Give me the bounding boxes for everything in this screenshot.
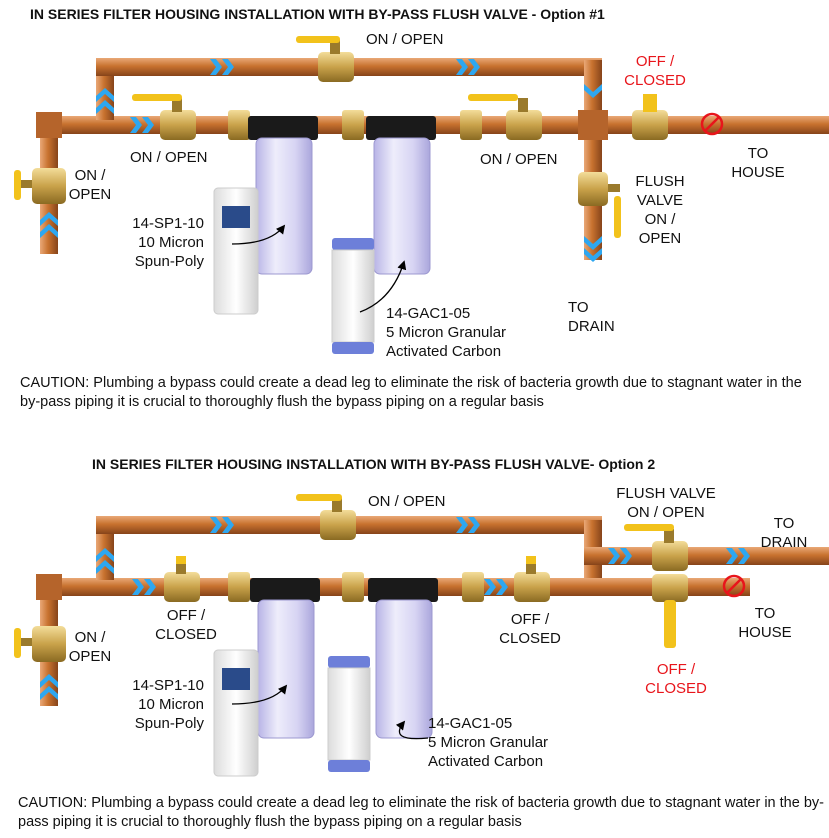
- s2-union-fitting-right: [462, 572, 484, 602]
- s1-carbon-housing: [366, 116, 436, 275]
- s2-carbon-cartridge-image: [327, 656, 371, 772]
- s2-flush-valve-label: FLUSH VALVE ON / OPEN: [616, 485, 716, 521]
- s1-to-house-label: TO HOUSE: [731, 145, 785, 181]
- s2-to-drain-label: TO DRAIN: [760, 515, 808, 551]
- s1-bypass-riser-right: [584, 60, 602, 120]
- s1-sediment-housing: [248, 116, 318, 275]
- s1-inlet-valve[interactable]: [14, 168, 66, 204]
- s1-carbon-pointer: [359, 260, 407, 313]
- s2-house-valve-label: OFF / CLOSED: [645, 661, 707, 697]
- s2-post-filter-valve[interactable]: [514, 556, 550, 602]
- s1-bypass-valve[interactable]: [296, 36, 354, 82]
- s1-pre-filter-valve-label: ON / OPEN: [130, 149, 208, 166]
- s2-carbon-pointer: [395, 720, 429, 740]
- section1-diagram: [14, 36, 829, 354]
- s1-post-filter-valve-label: ON / OPEN: [480, 151, 558, 168]
- s2-pre-filter-valve-label: OFF / CLOSED: [155, 607, 217, 643]
- s1-flow-arrows-inlet: [40, 88, 114, 238]
- s2-sediment-cartridge-label: 14-SP1-10 10 Micron Spun-Poly: [132, 677, 204, 732]
- s2-title: IN SERIES FILTER HOUSING INSTALLATION WI…: [92, 456, 656, 472]
- s2-sediment-pointer: [231, 684, 288, 705]
- s1-elbow-fitting: [36, 112, 62, 138]
- s1-pre-filter-valve[interactable]: [132, 94, 196, 140]
- s1-union-fitting-mid: [342, 110, 364, 140]
- s1-tee-fitting: [578, 110, 608, 140]
- s2-house-valve[interactable]: [652, 574, 688, 648]
- s1-flush-valve-label: FLUSH VALVE ON / OPEN: [635, 173, 685, 247]
- s1-sediment-cartridge-label: 14-SP1-10 10 Micron Spun-Poly: [132, 215, 204, 270]
- s2-bypass-valve-label: ON / OPEN: [368, 493, 446, 510]
- s2-post-filter-valve-label: OFF / CLOSED: [499, 611, 561, 647]
- s2-bypass-valve[interactable]: [296, 494, 356, 540]
- s2-no-flow-icon: [722, 574, 746, 598]
- s1-flush-valve[interactable]: [578, 172, 621, 238]
- s2-flow-arrows-inlet: [40, 548, 114, 700]
- s1-bypass-valve-label: ON / OPEN: [366, 31, 444, 48]
- s2-flush-valve[interactable]: [624, 524, 688, 571]
- s2-to-house-label: TO HOUSE: [738, 605, 792, 641]
- s2-pre-filter-valve[interactable]: [164, 556, 200, 602]
- s1-inlet-valve-label: ON / OPEN: [68, 167, 112, 203]
- s2-carbon-cartridge-label: 14-GAC1-05 5 Micron Granular Activated C…: [428, 715, 549, 770]
- s2-sediment-cartridge-image: [213, 649, 259, 777]
- s2-inlet-valve-label: ON / OPEN: [68, 629, 112, 665]
- s1-caution-note: CAUTION: Plumbing a bypass could create …: [20, 375, 802, 410]
- s1-no-flow-icon: [700, 112, 724, 136]
- s1-to-drain-label: TO DRAIN: [568, 299, 615, 335]
- s2-elbow-fitting: [36, 574, 62, 600]
- s1-carbon-cartridge-image: [331, 238, 375, 354]
- s1-post-filter-valve[interactable]: [468, 94, 542, 140]
- s2-drain-line-pipe: [584, 547, 829, 565]
- s2-carbon-housing: [368, 578, 438, 739]
- s1-house-valve-label: OFF / CLOSED: [624, 53, 686, 89]
- s1-sediment-cartridge-image: [213, 187, 259, 315]
- s1-carbon-cartridge-label: 14-GAC1-05 5 Micron Granular Activated C…: [386, 305, 507, 360]
- s1-sediment-pointer: [231, 224, 286, 245]
- s1-union-fitting-right: [460, 110, 482, 140]
- s2-inlet-valve[interactable]: [14, 626, 66, 662]
- s1-title: IN SERIES FILTER HOUSING INSTALLATION WI…: [30, 6, 605, 22]
- s2-caution-note: CAUTION: Plumbing a bypass could create …: [18, 795, 824, 830]
- s2-union-fitting-mid: [342, 572, 364, 602]
- s1-flow-arrows-drain: [584, 84, 602, 262]
- s2-sediment-housing: [250, 578, 320, 739]
- section2-diagram: [14, 494, 829, 777]
- s2-union-fitting-left: [228, 572, 250, 602]
- s1-house-valve[interactable]: [632, 94, 668, 140]
- s1-union-fitting-left: [228, 110, 250, 140]
